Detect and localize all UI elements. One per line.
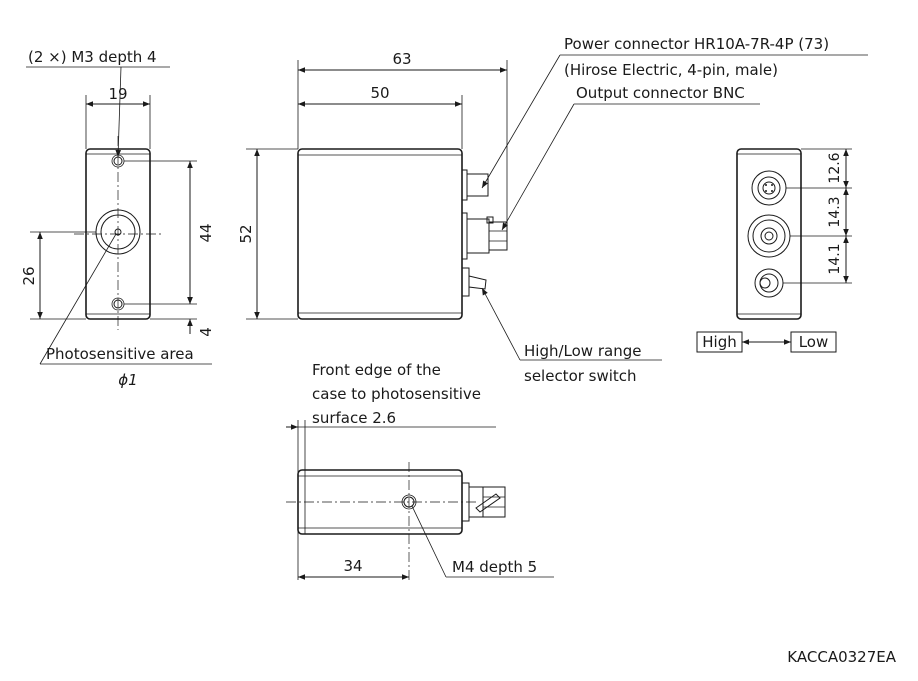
front-view: 19 (2 ×) M3 depth 4 44 4 26 Photosensiti… bbox=[20, 48, 215, 389]
range-switch-side bbox=[461, 267, 487, 297]
dim-hole-offset: 4 bbox=[197, 327, 215, 337]
label-front-edge-3: surface 2.6 bbox=[312, 409, 396, 427]
dim-case-length: 50 bbox=[370, 84, 389, 102]
side-view-case bbox=[297, 148, 463, 320]
label-range-switch-1: High/Low range bbox=[524, 342, 641, 360]
dim-total-length: 63 bbox=[392, 50, 411, 68]
label-power-connector-2: (Hirose Electric, 4-pin, male) bbox=[564, 61, 778, 79]
dim-hole-pitch: 44 bbox=[197, 223, 215, 242]
bnc-connector bbox=[461, 212, 508, 260]
label-power-connector-1: Power connector HR10A-7R-4P (73) bbox=[564, 35, 829, 53]
dim-rear-a: 12.6 bbox=[827, 152, 843, 183]
tripod-hole bbox=[401, 494, 417, 510]
label-front-edge-1: Front edge of the bbox=[312, 361, 441, 379]
label-photosensitive-diameter: ϕ1 bbox=[118, 371, 137, 389]
switch-low-label: Low bbox=[799, 333, 829, 351]
dim-rear-c: 14.1 bbox=[827, 243, 843, 274]
rear-view: 12.6 14.3 14.1 High Low bbox=[696, 148, 852, 353]
label-tripod-hole: M4 depth 5 bbox=[452, 558, 537, 576]
label-mounting-holes: (2 ×) M3 depth 4 bbox=[28, 48, 157, 66]
label-front-edge-2: case to photosensitive bbox=[312, 385, 481, 403]
dim-sensor-height: 26 bbox=[20, 266, 38, 285]
drawing-code: KACCA0327EA bbox=[787, 648, 896, 666]
dim-height: 52 bbox=[237, 224, 255, 243]
side-view: 63 50 52 Power connector HR10A-7R-4P (73… bbox=[237, 35, 868, 385]
bottom-view: Front edge of the case to photosensitive… bbox=[286, 361, 554, 580]
switch-high-label: High bbox=[702, 333, 736, 351]
label-output-connector: Output connector BNC bbox=[576, 84, 745, 102]
dim-tripod-offset: 34 bbox=[343, 557, 362, 575]
label-range-switch-2: selector switch bbox=[524, 367, 637, 385]
rear-view-case bbox=[736, 148, 802, 320]
dim-front-width: 19 bbox=[108, 85, 127, 103]
dim-rear-b: 14.3 bbox=[827, 196, 843, 227]
power-connector bbox=[461, 169, 489, 201]
label-photosensitive-area: Photosensitive area bbox=[46, 345, 194, 363]
